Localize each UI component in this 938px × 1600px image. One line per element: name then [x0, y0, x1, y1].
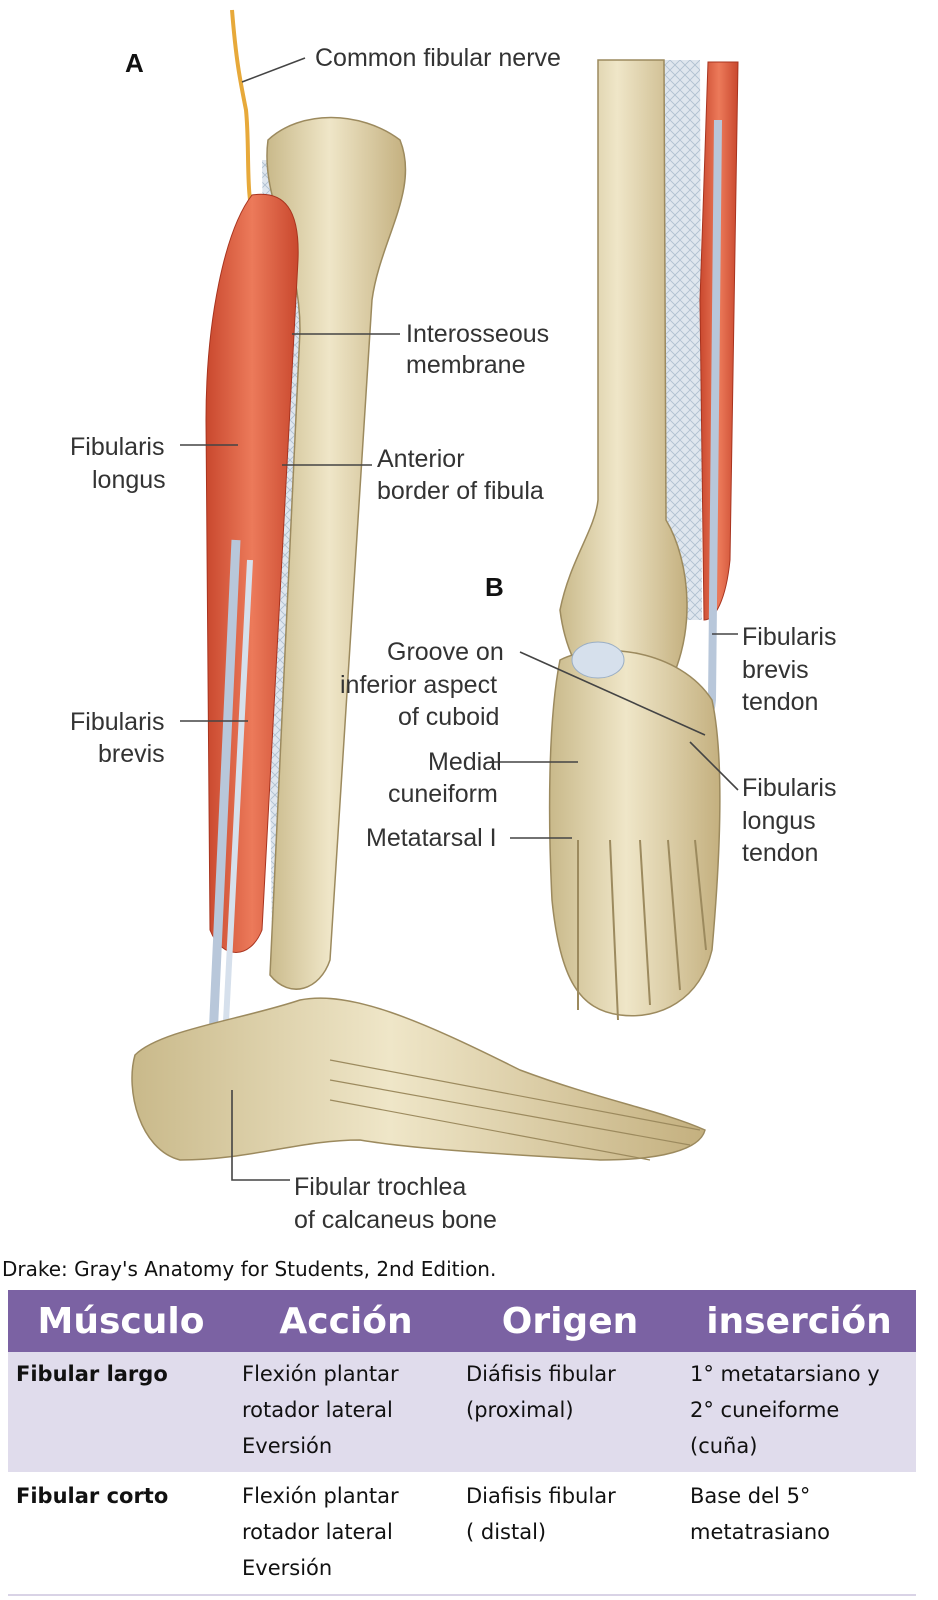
header-musculo: Músculo [8, 1290, 234, 1352]
label-trochlea-1: Fibular trochlea [294, 1173, 466, 1201]
label-brevis-tendon-3: tendon [742, 688, 818, 716]
header-insercion: inserción [682, 1290, 916, 1352]
table-row: Fibular largo Flexión plantar rotador la… [8, 1352, 916, 1473]
label-brevis-tendon-2: brevis [742, 656, 809, 684]
anatomy-figure: A B Common fibular nerve Interosseous me… [0, 0, 938, 1290]
label-anterior-border-1: Anterior [377, 445, 465, 473]
table-row: Fibular corto Flexión plantar rotador la… [8, 1473, 916, 1595]
panel-b-illustration [550, 60, 738, 1020]
header-origen: Origen [458, 1290, 682, 1352]
cell-origin: Diafisis fibular ( distal) [458, 1473, 682, 1595]
panel-a-label: A [125, 48, 144, 78]
label-fibularis-longus-1: Fibularis [70, 433, 164, 461]
label-interosseous-1: Interosseous [406, 320, 549, 348]
label-groove-2: inferior aspect [340, 671, 497, 699]
label-longus-tendon-2: longus [742, 807, 816, 835]
label-trochlea-2: of calcaneus bone [294, 1206, 497, 1234]
cell-action: Flexión plantar rotador lateral Eversión [234, 1352, 458, 1473]
label-interosseous-2: membrane [406, 351, 526, 379]
cell-origin: Diáfisis fibular (proximal) [458, 1352, 682, 1473]
label-longus-tendon-1: Fibularis [742, 774, 836, 802]
cell-action: Flexión plantar rotador lateral Eversión [234, 1473, 458, 1595]
label-common-fibular-nerve: Common fibular nerve [315, 44, 561, 72]
cell-muscle: Fibular corto [8, 1473, 234, 1595]
label-groove-1: Groove on [387, 638, 504, 666]
label-fibularis-longus-2: longus [92, 466, 166, 494]
table-header-row: Músculo Acción Origen inserción [8, 1290, 916, 1352]
label-longus-tendon-3: tendon [742, 839, 818, 867]
header-accion: Acción [234, 1290, 458, 1352]
label-metatarsal-1: Metatarsal I [366, 824, 497, 852]
cell-muscle: Fibular largo [8, 1352, 234, 1473]
cell-insertion: 1° metatarsiano y 2° cuneiforme (cuña) [682, 1352, 916, 1473]
label-fibularis-brevis-2: brevis [98, 740, 165, 768]
label-anterior-border-2: border of fibula [377, 477, 544, 505]
label-medial-cuneiform-1: Medial [428, 748, 502, 776]
label-brevis-tendon-1: Fibularis [742, 623, 836, 651]
cell-insertion: Base del 5° metatrasiano [682, 1473, 916, 1595]
label-groove-3: of cuboid [398, 703, 499, 731]
muscle-table: Músculo Acción Origen inserción Fibular … [8, 1290, 916, 1596]
figure-credit: Drake: Gray's Anatomy for Students, 2nd … [2, 1257, 496, 1281]
panel-b-label: B [485, 572, 504, 602]
label-fibularis-brevis-1: Fibularis [70, 708, 164, 736]
label-medial-cuneiform-2: cuneiform [388, 780, 498, 808]
